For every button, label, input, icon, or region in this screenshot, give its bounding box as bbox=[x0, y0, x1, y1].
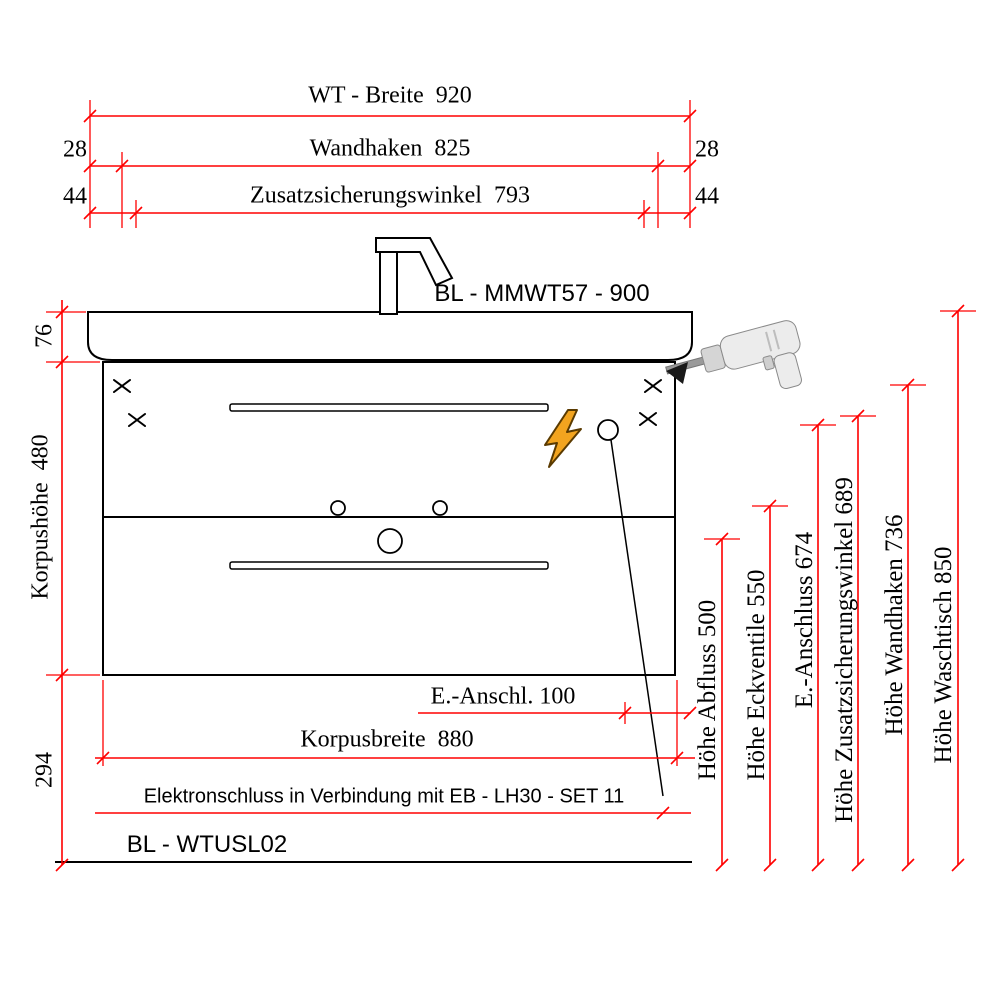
drawer-handle-bottom bbox=[229, 561, 549, 570]
faucet bbox=[375, 237, 454, 315]
dim-zusatzwinkel: Zusatzsicherungswinkel 793 bbox=[250, 182, 530, 209]
faucet-pipe bbox=[379, 243, 398, 315]
dim-zusatzwinkel-offset-left: 44 bbox=[63, 183, 87, 210]
dim-korpusbreite: Korpusbreite 880 bbox=[300, 726, 474, 753]
dimension-line-set bbox=[61, 115, 959, 865]
wall-hook-cross-marker bbox=[113, 379, 662, 427]
dim-basin-height: 76 bbox=[31, 324, 58, 348]
drill-handle bbox=[773, 352, 802, 390]
dim-bottom-clearance: 294 bbox=[31, 752, 58, 788]
dim-hoehe-abfluss: Höhe Abfluss 500 bbox=[694, 599, 721, 781]
dim-zusatzwinkel-offset-right: 44 bbox=[695, 183, 719, 210]
drill-tip-arrow bbox=[666, 362, 688, 384]
dim-hoehe-eckventile: Höhe Eckventile 550 bbox=[743, 569, 770, 781]
drill-icon bbox=[665, 320, 802, 390]
washbasin-outline bbox=[87, 311, 693, 361]
dim-korpus-height: Korpushöhe 480 bbox=[27, 434, 54, 600]
dim-wt-breite: WT - Breite 920 bbox=[308, 82, 472, 109]
washbasin-model-label: BL - MMWT57 - 900 bbox=[434, 280, 650, 307]
dimension-tick-marks bbox=[55, 109, 965, 872]
dim-wandhaken-offset-left: 28 bbox=[63, 136, 87, 163]
electrical-note-label: Elektronschluss in Verbindung mit EB - L… bbox=[143, 785, 625, 808]
dim-hoehe-wandhaken: Höhe Wandhaken 736 bbox=[881, 514, 908, 736]
dim-wandhaken: Wandhaken 825 bbox=[309, 135, 471, 162]
dim-e-anschl: E.-Anschl. 100 bbox=[430, 683, 576, 710]
electric-connector-leader-line bbox=[610, 439, 664, 797]
electric-connector-circle bbox=[597, 419, 619, 441]
cabinet-model-label: BL - WTUSL02 bbox=[126, 831, 288, 858]
faucet-spout bbox=[375, 237, 454, 287]
dim-e-anschluss-hoehe: E.-Anschluss 674 bbox=[791, 531, 818, 709]
drill-trigger bbox=[762, 355, 775, 371]
assembly-hole-right bbox=[432, 500, 448, 516]
siphon-hole bbox=[377, 528, 403, 554]
cabinet-body bbox=[102, 361, 676, 676]
electric-connection-icon bbox=[544, 409, 582, 468]
drawer-handle-top bbox=[229, 403, 549, 412]
assembly-hole-left bbox=[330, 500, 346, 516]
dim-wandhaken-offset-right: 28 bbox=[695, 136, 719, 163]
drill-vents bbox=[765, 329, 780, 352]
dim-hoehe-waschtisch: Höhe Waschtisch 850 bbox=[930, 546, 957, 764]
dim-hoehe-zusatzwinkel: Höhe Zusatzsicherungswinkel 689 bbox=[831, 477, 858, 823]
